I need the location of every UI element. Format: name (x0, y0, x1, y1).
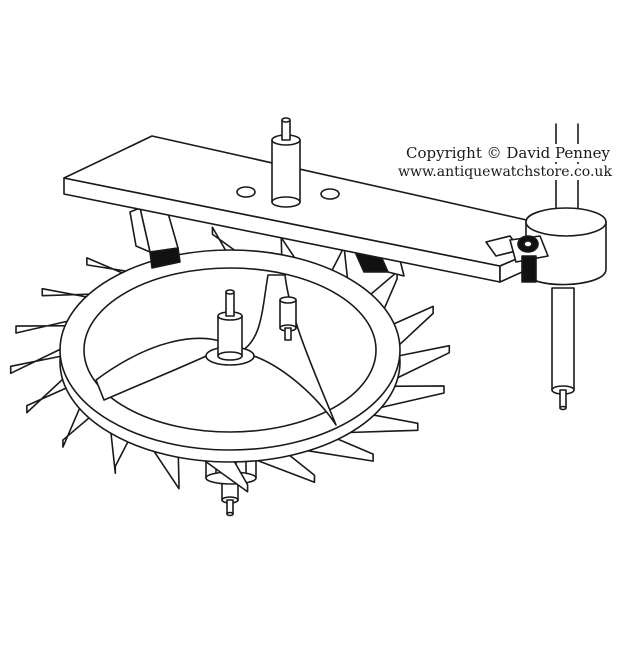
copyright-notice: Copyright © David Penney (404, 144, 612, 162)
pallet-stone-left (129, 205, 181, 269)
wheel-centre-pivot (205, 289, 255, 366)
wheel-tooth (395, 344, 451, 380)
bridge-pivot (271, 117, 301, 208)
website-link[interactable]: www.antiquewatchstore.co.uk (396, 164, 614, 180)
roller-collet (509, 123, 607, 411)
wheel-tooth (9, 346, 65, 375)
lever-arbor (279, 296, 297, 341)
